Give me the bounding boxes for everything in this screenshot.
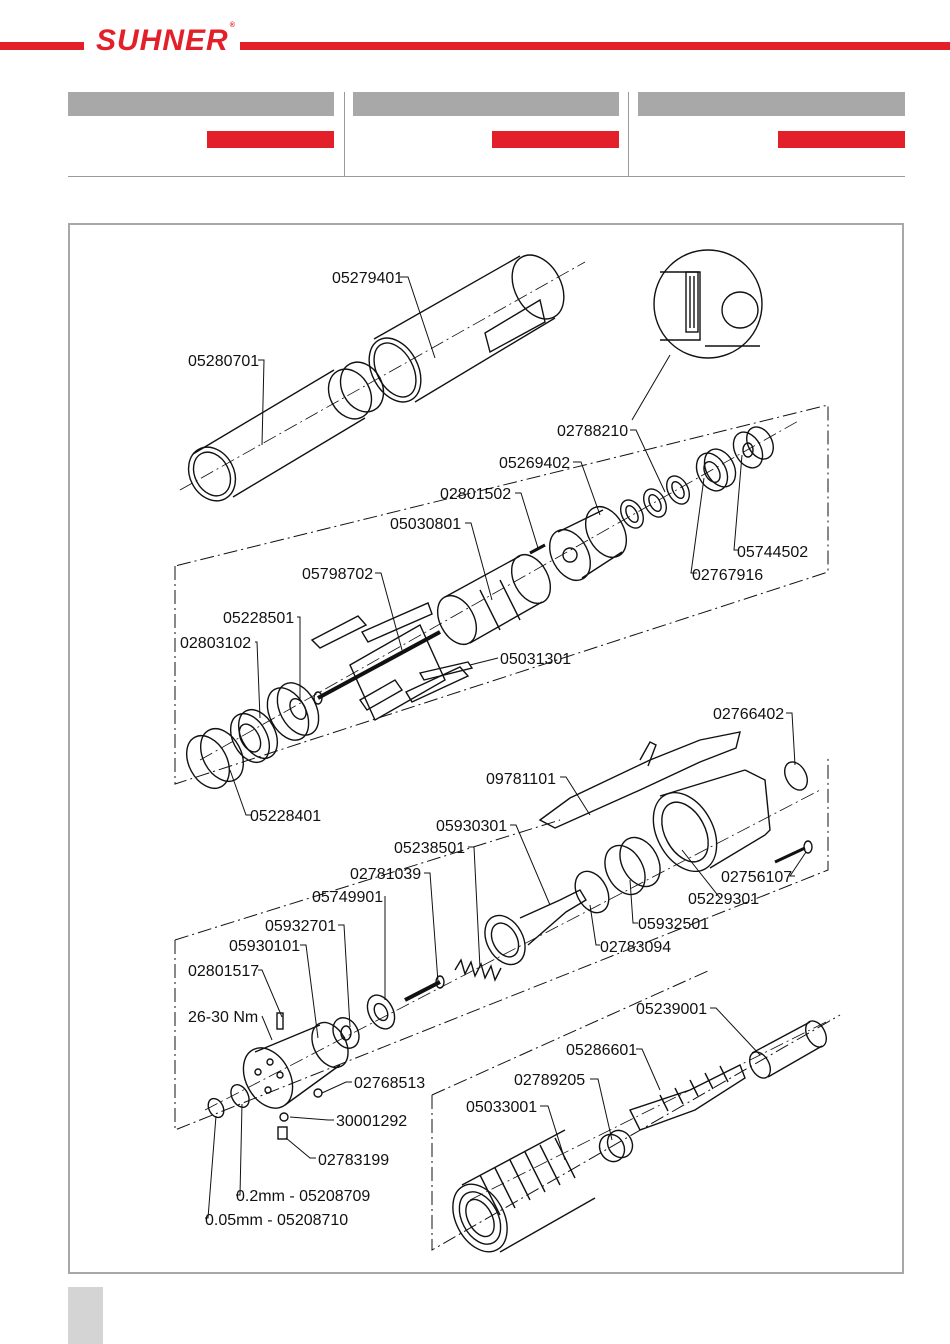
label-05798702: 05798702 — [302, 566, 373, 583]
part-gear-05749901 — [366, 994, 396, 1030]
label-05229301: 05229301 — [688, 891, 759, 908]
part-rotor-05798702 — [310, 602, 474, 721]
leader-lines — [205, 276, 807, 1219]
detail-view-circle — [631, 249, 763, 421]
label-05286601: 05286601 — [566, 1042, 637, 1059]
label-05228501: 05228501 — [223, 610, 294, 627]
label-05030801: 05030801 — [390, 516, 461, 533]
part-bearing-02767916 — [695, 448, 737, 492]
label-02768513: 02768513 — [354, 1075, 425, 1092]
part-head-05930101 — [242, 1021, 349, 1109]
label-torque: 26-30 Nm — [188, 1009, 258, 1026]
part-cylinder-05030801 — [436, 553, 552, 646]
label-02801517: 02801517 — [188, 963, 259, 980]
part-clamp-02789205 — [598, 1129, 634, 1163]
part-spring-05238501 — [454, 958, 502, 982]
label-05749901: 05749901 — [312, 889, 383, 906]
column-3-badge — [778, 131, 905, 148]
part-housing-05279401 — [368, 254, 565, 403]
part-screw-02756107 — [774, 840, 813, 864]
part-spindle-05930301 — [484, 889, 587, 966]
label-shim-02: 0.2mm - 05208709 — [236, 1188, 370, 1205]
label-05744502: 05744502 — [737, 544, 808, 561]
part-shim-05208709 — [230, 1084, 250, 1108]
column-divider — [344, 92, 345, 177]
part-cylinder-cover-05269402 — [548, 506, 628, 581]
label-05269402: 05269402 — [499, 455, 570, 472]
part-flexible-shaft-05033001 — [452, 1129, 596, 1253]
label-02783094: 02783094 — [600, 939, 671, 956]
part-ball-02768513 — [313, 1088, 323, 1098]
part-pin-02781039 — [404, 975, 445, 1002]
label-05932501: 05932501 — [638, 916, 709, 933]
label-02766402: 02766402 — [713, 706, 784, 723]
label-09781101: 09781101 — [486, 771, 556, 788]
label-05279401: 05279401 — [332, 270, 403, 287]
label-02767916: 02767916 — [692, 567, 763, 584]
header-bar-left — [0, 42, 84, 50]
header-bar-right — [240, 42, 950, 50]
label-05033001: 05033001 — [466, 1099, 537, 1116]
part-bearing-02803102 — [229, 708, 279, 764]
part-ring-05228401 — [185, 728, 245, 789]
label-02788210: 02788210 — [557, 423, 628, 440]
label-02803102: 02803102 — [180, 635, 251, 652]
group-outline-head — [174, 757, 829, 1131]
column-3-header — [638, 92, 905, 116]
label-05031301: 05031301 — [500, 651, 571, 668]
label-05239001: 05239001 — [636, 1001, 707, 1018]
part-shims-02788210 — [620, 475, 690, 529]
column-1-header — [68, 92, 334, 116]
label-05228401: 05228401 — [250, 808, 321, 825]
label-05930101: 05930101 — [229, 938, 300, 955]
group-outline-motor — [174, 404, 829, 785]
assembly-axis — [179, 261, 831, 1201]
part-spring-30001292 — [279, 1112, 289, 1122]
column-divider — [628, 92, 629, 177]
label-05930301: 05930301 — [436, 818, 507, 835]
label-05238501: 05238501 — [394, 840, 465, 857]
part-head-housing-05229301 — [652, 769, 771, 873]
label-30001292: 30001292 — [336, 1113, 407, 1130]
part-pin-02801517 — [276, 1012, 284, 1030]
header-rule — [68, 176, 905, 177]
column-1-badge — [207, 131, 334, 148]
label-shim-005: 0.05mm - 05208710 — [205, 1212, 348, 1229]
part-bearing-05228501 — [266, 682, 320, 741]
label-02789205: 02789205 — [514, 1072, 585, 1089]
part-sleeve-05280701 — [187, 361, 385, 502]
part-ring-05932501 — [604, 836, 661, 896]
part-rear-cap-05744502 — [732, 426, 774, 469]
label-05280701: 05280701 — [188, 353, 259, 370]
label-02756107: 02756107 — [721, 869, 792, 886]
column-2-header — [353, 92, 619, 116]
label-02783199: 02783199 — [318, 1152, 389, 1169]
part-pin-02801502 — [529, 543, 546, 555]
part-washer-05932701 — [332, 1017, 360, 1049]
page-number-tab — [68, 1287, 103, 1344]
label-05932701: 05932701 — [265, 918, 336, 935]
drawing-frame — [68, 223, 904, 1274]
part-shim-05208710 — [207, 1097, 225, 1119]
label-02801502: 02801502 — [440, 486, 511, 503]
part-retaining-ring-02766402 — [784, 761, 808, 791]
part-brush-05286601 — [629, 1064, 746, 1131]
part-oring-02783094 — [574, 870, 610, 914]
column-2-badge — [492, 131, 619, 148]
group-outline-shaft — [431, 969, 841, 1251]
part-screw-02783199 — [277, 1126, 288, 1140]
label-02781039: 02781039 — [350, 866, 421, 883]
part-lever-09781101 — [538, 731, 741, 829]
part-tube-05239001 — [748, 1020, 828, 1079]
suhner-logo: SUHNER® — [96, 22, 236, 57]
